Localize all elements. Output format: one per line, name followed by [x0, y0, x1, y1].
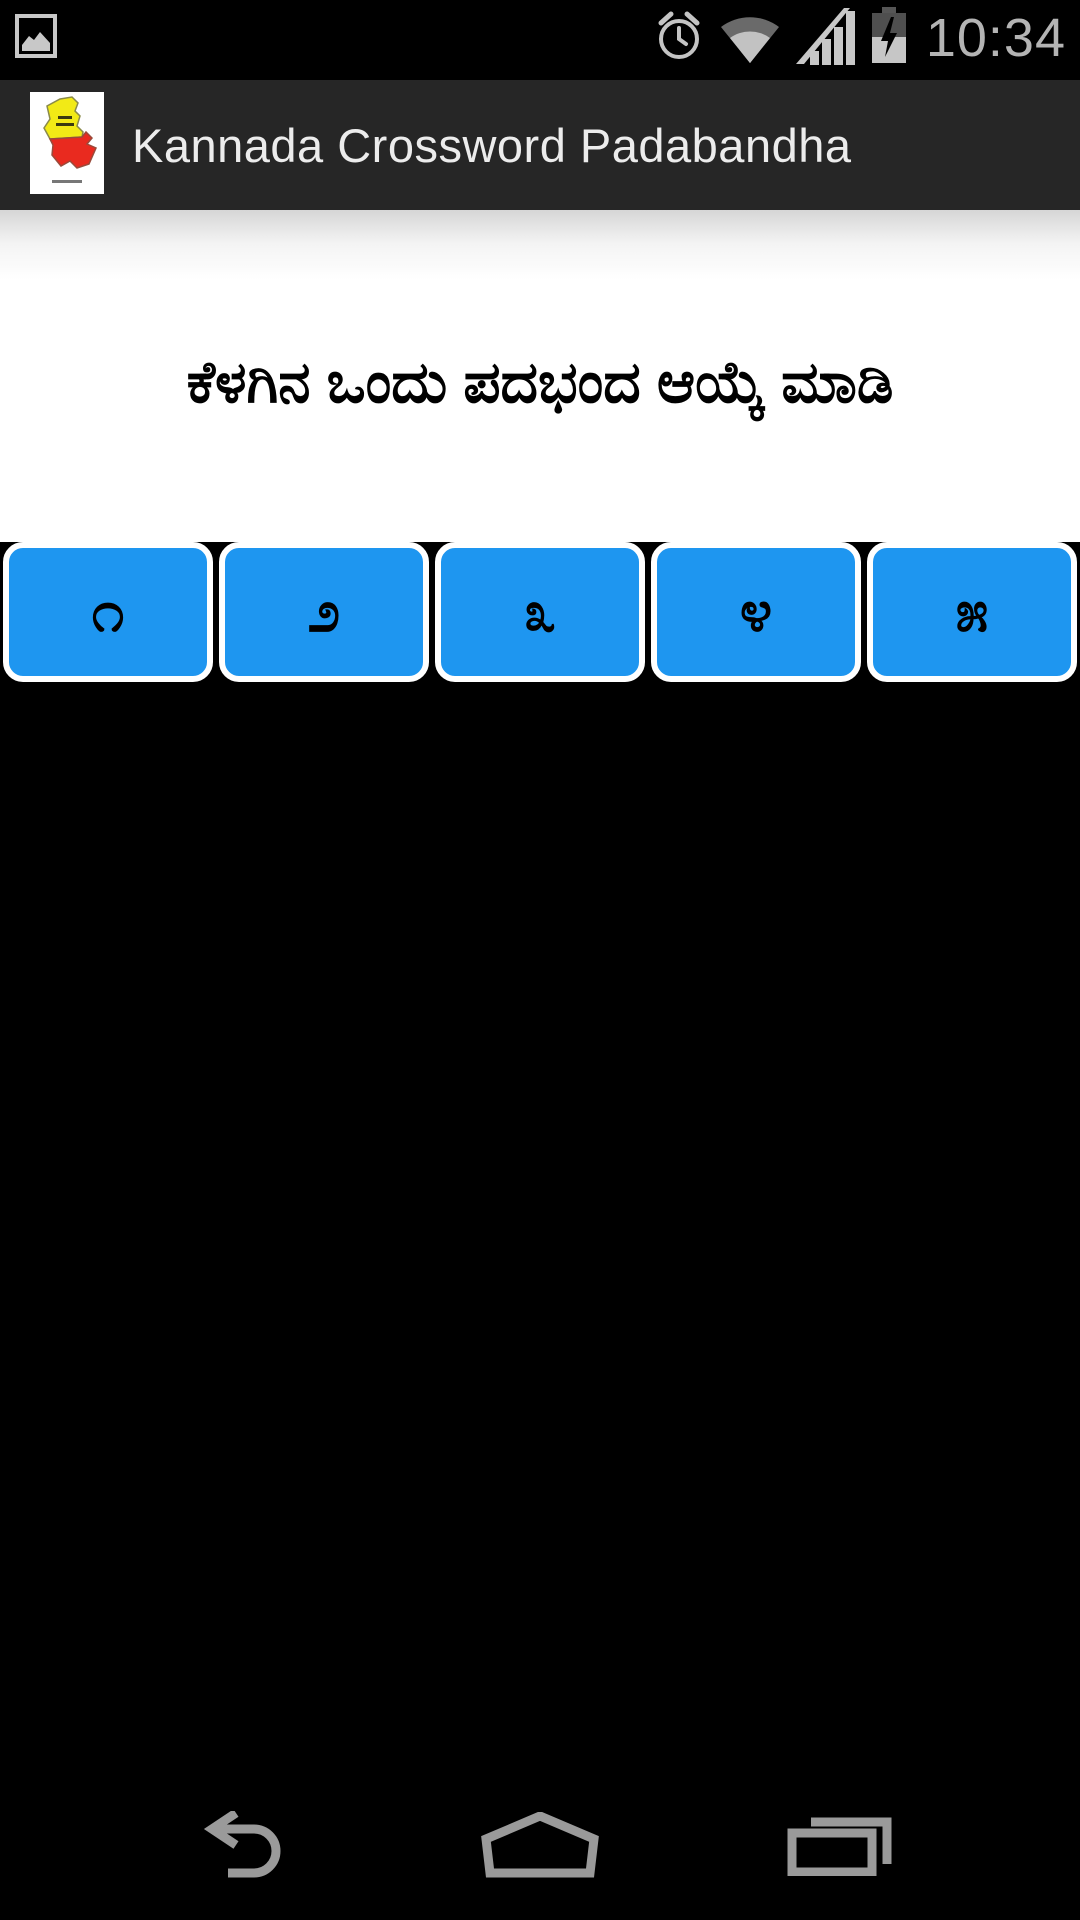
alarm-clock-icon [654, 10, 704, 67]
app-title: Kannada Crossword Padabandha [132, 118, 852, 172]
screenshot-image-icon [14, 13, 58, 64]
instruction-text: ಕೆಳಗಿನ ಒಂದು ಪದಭಂದ ಆಯ್ಕೆ ಮಾಡಿ [186, 350, 894, 416]
battery-charging-icon [870, 6, 908, 70]
home-button[interactable] [390, 1812, 690, 1878]
instruction-panel: ಕೆಳಗಿನ ಒಂದು ಪದಭಂದ ಆಯ್ಕೆ ಮಾಡಿ [0, 210, 1080, 542]
cell-signal-bars-icon [795, 7, 856, 70]
app-bar: Kannada Crossword Padabandha [0, 76, 1080, 210]
home-icon [481, 1812, 599, 1878]
recents-icon [787, 1814, 893, 1876]
puzzle-button-row: ೧ ೨ ೩ ೪ ೫ [0, 542, 1080, 682]
status-time: 10:34 [925, 8, 1066, 68]
puzzle-button-1[interactable]: ೧ [3, 542, 213, 682]
puzzle-button-4[interactable]: ೪ [651, 542, 861, 682]
karnataka-map-app-icon [30, 91, 104, 199]
back-icon [184, 1811, 296, 1879]
navigation-bar [0, 1770, 1080, 1920]
wifi-signal-icon [718, 7, 782, 70]
puzzle-button-5[interactable]: ೫ [867, 542, 1077, 682]
back-button[interactable] [90, 1811, 390, 1879]
recents-button[interactable] [690, 1814, 990, 1876]
status-bar: 10:34 [0, 0, 1080, 76]
puzzle-button-2[interactable]: ೨ [219, 542, 429, 682]
puzzle-button-3[interactable]: ೩ [435, 542, 645, 682]
